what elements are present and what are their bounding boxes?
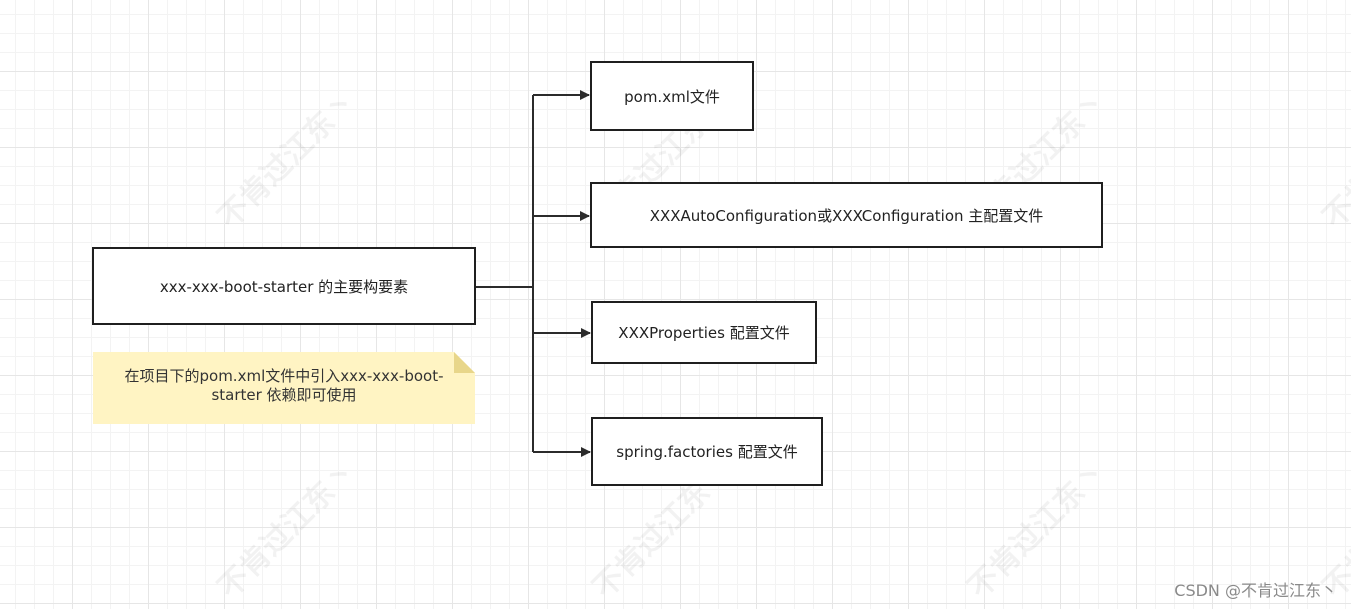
note-line-2: starter 依赖即可使用: [211, 386, 357, 404]
child-node-properties: XXXProperties 配置文件: [591, 301, 817, 364]
note-card: [93, 352, 475, 424]
child-node-autoconfiguration: XXXAutoConfiguration或XXXConfiguration 主配…: [590, 182, 1103, 248]
note-line-1: 在项目下的pom.xml文件中引入xxx-xxx-boot-: [124, 367, 444, 385]
child-node-label: XXXAutoConfiguration或XXXConfiguration 主配…: [649, 206, 1044, 225]
source-credit: CSDN @不肯过江东丶: [1174, 581, 1337, 600]
note-text: 在项目下的pom.xml文件中引入xxx-xxx-boot- starter 依…: [93, 367, 475, 405]
child-node-label: pom.xml文件: [624, 87, 720, 106]
child-node-label: spring.factories 配置文件: [616, 443, 798, 461]
root-node: xxx-xxx-boot-starter 的主要构要素: [92, 247, 476, 325]
root-node-label: xxx-xxx-boot-starter 的主要构要素: [159, 277, 409, 296]
child-node-spring-factories: spring.factories 配置文件: [591, 417, 823, 486]
child-node-pom: pom.xml文件: [590, 61, 754, 131]
child-node-label: XXXProperties 配置文件: [618, 324, 790, 342]
